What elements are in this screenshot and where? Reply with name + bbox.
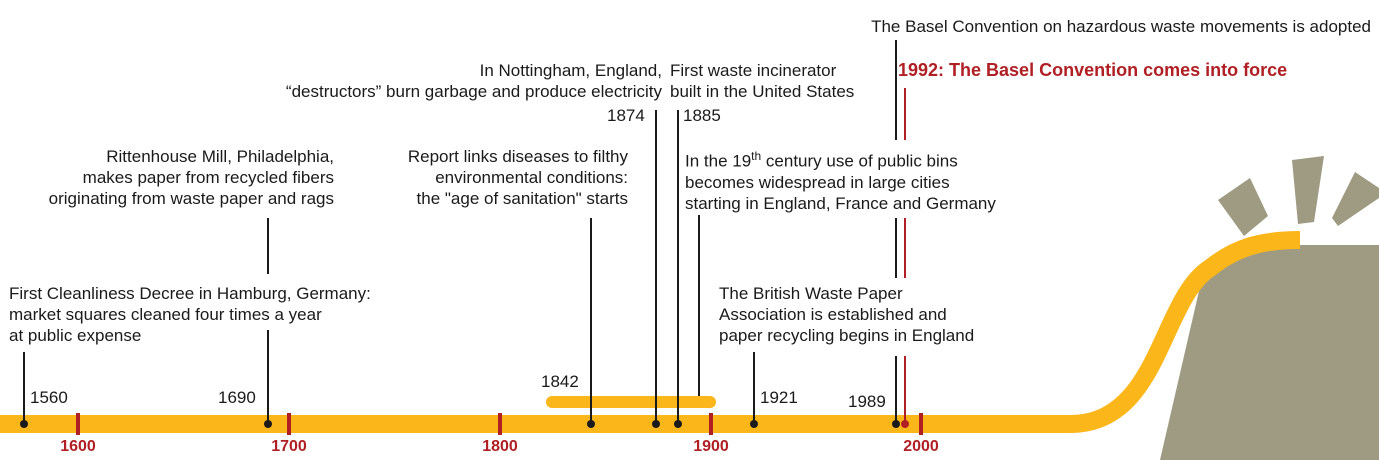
- timeline-bar: [0, 231, 1301, 433]
- event-1885-text: First waste incinerator built in the Uni…: [670, 61, 855, 101]
- century-label-1900: 1900: [693, 438, 729, 455]
- year-1842: 1842: [541, 372, 579, 391]
- year-1989: 1989: [848, 392, 886, 411]
- event-1842-text: Report links diseases to filthy environm…: [407, 147, 628, 208]
- event-1992-text: 1992: The Basel Convention comes into fo…: [898, 60, 1288, 80]
- dot-1560: [20, 420, 28, 428]
- year-1874: 1874: [607, 106, 645, 125]
- dot-1885: [674, 420, 682, 428]
- event-1690-text: Rittenhouse Mill, Philadelphia, makes pa…: [48, 147, 334, 208]
- dot-1690: [264, 420, 272, 428]
- dot-1921: [750, 420, 758, 428]
- trash-bag-icon: [1160, 156, 1379, 460]
- dot-1874: [652, 420, 660, 428]
- century-label-1700: 1700: [271, 438, 307, 455]
- dot-1989: [892, 420, 900, 428]
- year-1885: 1885: [683, 106, 721, 125]
- event-1989-text: The Basel Convention on hazardous waste …: [871, 17, 1371, 36]
- century-label-2000: 2000: [903, 438, 939, 455]
- event-1874-text: In Nottingham, England, “destructors” bu…: [285, 61, 662, 101]
- century-ticks: [76, 413, 923, 435]
- year-1560: 1560: [30, 388, 68, 407]
- century-label-1800: 1800: [482, 438, 518, 455]
- event-1921-text: The British Waste Paper Association is e…: [719, 284, 975, 345]
- century-label-1600: 1600: [60, 438, 96, 455]
- year-1690: 1690: [218, 388, 256, 407]
- dot-1842: [587, 420, 595, 428]
- event-1560-text: First Cleanliness Decree in Hamburg, Ger…: [9, 284, 371, 345]
- dot-1992: [901, 420, 909, 428]
- year-1921: 1921: [760, 388, 798, 407]
- event-19c-text: In the 19th century use of public bins b…: [685, 149, 996, 213]
